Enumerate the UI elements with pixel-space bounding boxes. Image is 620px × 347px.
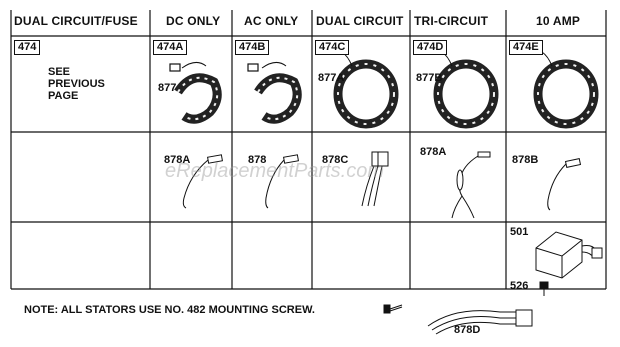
regulator-drawing (535, 231, 603, 296)
part-878c: 878C (322, 154, 349, 166)
code-474e: 474E (509, 40, 543, 55)
code-474b: 474B (235, 40, 270, 55)
header-dual-circuit: DUAL CIRCUIT (316, 14, 404, 28)
header-ac-only: AC ONLY (244, 14, 299, 28)
table-grid (10, 10, 607, 290)
header-tri-circuit: TRI-CIRCUIT (414, 14, 489, 28)
code-474a: 474A (153, 40, 188, 55)
ac-stator-drawing (247, 62, 302, 124)
part-877: 877 (158, 82, 177, 94)
dual-circuit-stator-drawing (331, 45, 399, 129)
ten-amp-stator-drawing (531, 45, 599, 129)
header-dual-circuit-fuse: DUAL CIRCUIT/FUSE (14, 14, 138, 28)
mounting-screw-note: NOTE: ALL STATORS USE NO. 482 MOUNTING S… (24, 304, 315, 316)
header-10-amp: 10 AMP (536, 14, 581, 28)
previous-line: PREVIOUS (48, 78, 105, 90)
part-877b: 877B (416, 72, 443, 84)
harness-drawing (427, 309, 533, 335)
part-878a-tri: 878A (420, 146, 447, 158)
code-474: 474 (14, 40, 41, 55)
tri-circuit-stator-drawing (431, 45, 499, 129)
dc-stator-drawing (169, 62, 222, 124)
see-previous-page-note: SEE PREVIOUS PAGE (48, 66, 105, 102)
part-878d: 878D (454, 324, 481, 336)
lead-wire-drawings (182, 151, 582, 219)
part-878a-dc: 878A (164, 154, 191, 166)
see-line: SEE (48, 66, 71, 78)
part-526: 526 (510, 280, 529, 292)
page-line: PAGE (48, 90, 79, 102)
part-877a: 877A (318, 72, 345, 84)
header-dc-only: DC ONLY (166, 14, 221, 28)
code-474d: 474D (413, 40, 448, 55)
mounting-screw-drawing (383, 304, 403, 314)
part-878b: 878B (512, 154, 539, 166)
part-501: 501 (510, 226, 529, 238)
code-474c: 474C (315, 40, 350, 55)
part-878: 878 (248, 154, 267, 166)
watermark: eReplacementParts.com (165, 160, 384, 182)
